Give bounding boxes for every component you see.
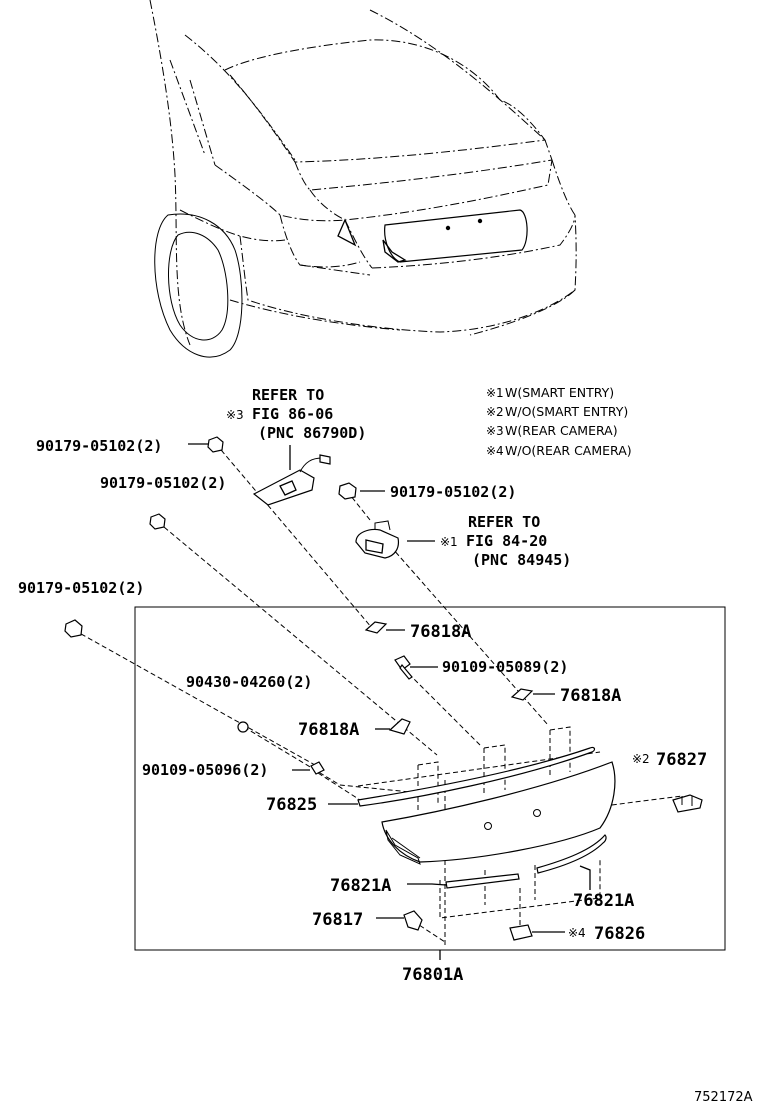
clip-icon bbox=[310, 761, 325, 775]
label-76821a-right: 76821A bbox=[573, 891, 634, 911]
label-90179-05102-b: 90179-05102(2) bbox=[100, 474, 226, 492]
screw-icon bbox=[394, 655, 413, 680]
label-90109-05089: 90109-05089(2) bbox=[442, 658, 568, 676]
seal-icon bbox=[388, 718, 411, 735]
label-90179-05102-a: 90179-05102(2) bbox=[36, 437, 162, 455]
moulding-76821a-icon bbox=[445, 873, 520, 889]
applicability-notes: ※1 W(SMART ENTRY) ※2 W/O(SMART ENTRY) ※3… bbox=[486, 385, 632, 458]
label-90109-05096: 90109-05096(2) bbox=[142, 761, 268, 779]
label-76818a-2: 76818A bbox=[560, 686, 621, 706]
nut-icon bbox=[64, 619, 83, 638]
note-mark-4: ※4 bbox=[486, 444, 504, 458]
ref-smart-mark: ※1 bbox=[440, 535, 458, 549]
seal-icon bbox=[364, 621, 388, 634]
ref-camera: REFER TO ※3 FIG 86-06 (PNC 86790D) bbox=[226, 386, 366, 442]
light-icon bbox=[403, 910, 423, 931]
part-labels: 90179-05102(2) 90179-05102(2) 90179-0510… bbox=[18, 437, 707, 985]
garnish-76801a-icon bbox=[381, 761, 616, 865]
washer-nut-icon bbox=[237, 721, 249, 733]
ref-smart-entry: REFER TO ※1 FIG 84-20 (PNC 84945) bbox=[440, 513, 571, 569]
ref-camera-mark: ※3 bbox=[226, 408, 244, 422]
nut-icon bbox=[207, 436, 224, 453]
label-76818a-3: 76818A bbox=[298, 720, 359, 740]
illustration-id: 752172A bbox=[694, 1090, 753, 1105]
label-76827-mark: ※2 bbox=[632, 752, 650, 766]
note-text-4: W/O(REAR CAMERA) bbox=[505, 443, 632, 458]
ref-camera-line3: (PNC 86790D) bbox=[258, 424, 366, 442]
note-text-2: W/O(SMART ENTRY) bbox=[505, 404, 628, 419]
assembly-frame bbox=[134, 606, 726, 951]
label-76826-mark: ※4 bbox=[568, 926, 586, 940]
note-mark-3: ※3 bbox=[486, 424, 504, 438]
label-76817: 76817 bbox=[312, 910, 363, 930]
solid-leaders bbox=[188, 443, 591, 960]
note-mark-2: ※2 bbox=[486, 405, 504, 419]
moulding-76825-icon bbox=[357, 746, 596, 807]
label-76818a-1: 76818A bbox=[410, 622, 471, 642]
nut-icon bbox=[149, 513, 166, 530]
label-76826: 76826 bbox=[594, 924, 645, 944]
label-90179-05102-d: 90179-05102(2) bbox=[18, 579, 144, 597]
bracket-icon bbox=[509, 924, 533, 941]
moulding-76821a-icon bbox=[536, 834, 607, 874]
note-text-1: W(SMART ENTRY) bbox=[505, 385, 614, 400]
smart-entry-switch-icon bbox=[355, 520, 400, 559]
note-mark-1: ※1 bbox=[486, 386, 504, 400]
ref-camera-line2: FIG 86-06 bbox=[252, 405, 333, 423]
ref-camera-line1: REFER TO bbox=[252, 386, 324, 404]
ref-smart-line1: REFER TO bbox=[468, 513, 540, 531]
seal-icon bbox=[510, 688, 534, 701]
note-text-3: W(REAR CAMERA) bbox=[505, 423, 618, 438]
label-90179-05102-c: 90179-05102(2) bbox=[390, 483, 516, 501]
dashed-leaders bbox=[73, 443, 683, 945]
rear-camera-icon bbox=[252, 454, 331, 506]
ref-smart-line2: FIG 84-20 bbox=[466, 532, 547, 550]
part-shapes bbox=[64, 436, 703, 941]
car-rear-illustration bbox=[149, 0, 577, 358]
label-76827: 76827 bbox=[656, 750, 707, 770]
label-76821a-left: 76821A bbox=[330, 876, 391, 896]
label-76825: 76825 bbox=[266, 795, 317, 815]
nut-icon bbox=[338, 482, 357, 500]
lamp-76827-icon bbox=[672, 794, 703, 813]
ref-smart-line3: (PNC 84945) bbox=[472, 551, 571, 569]
label-90430-04260: 90430-04260(2) bbox=[186, 673, 312, 691]
label-76801a: 76801A bbox=[402, 965, 463, 985]
